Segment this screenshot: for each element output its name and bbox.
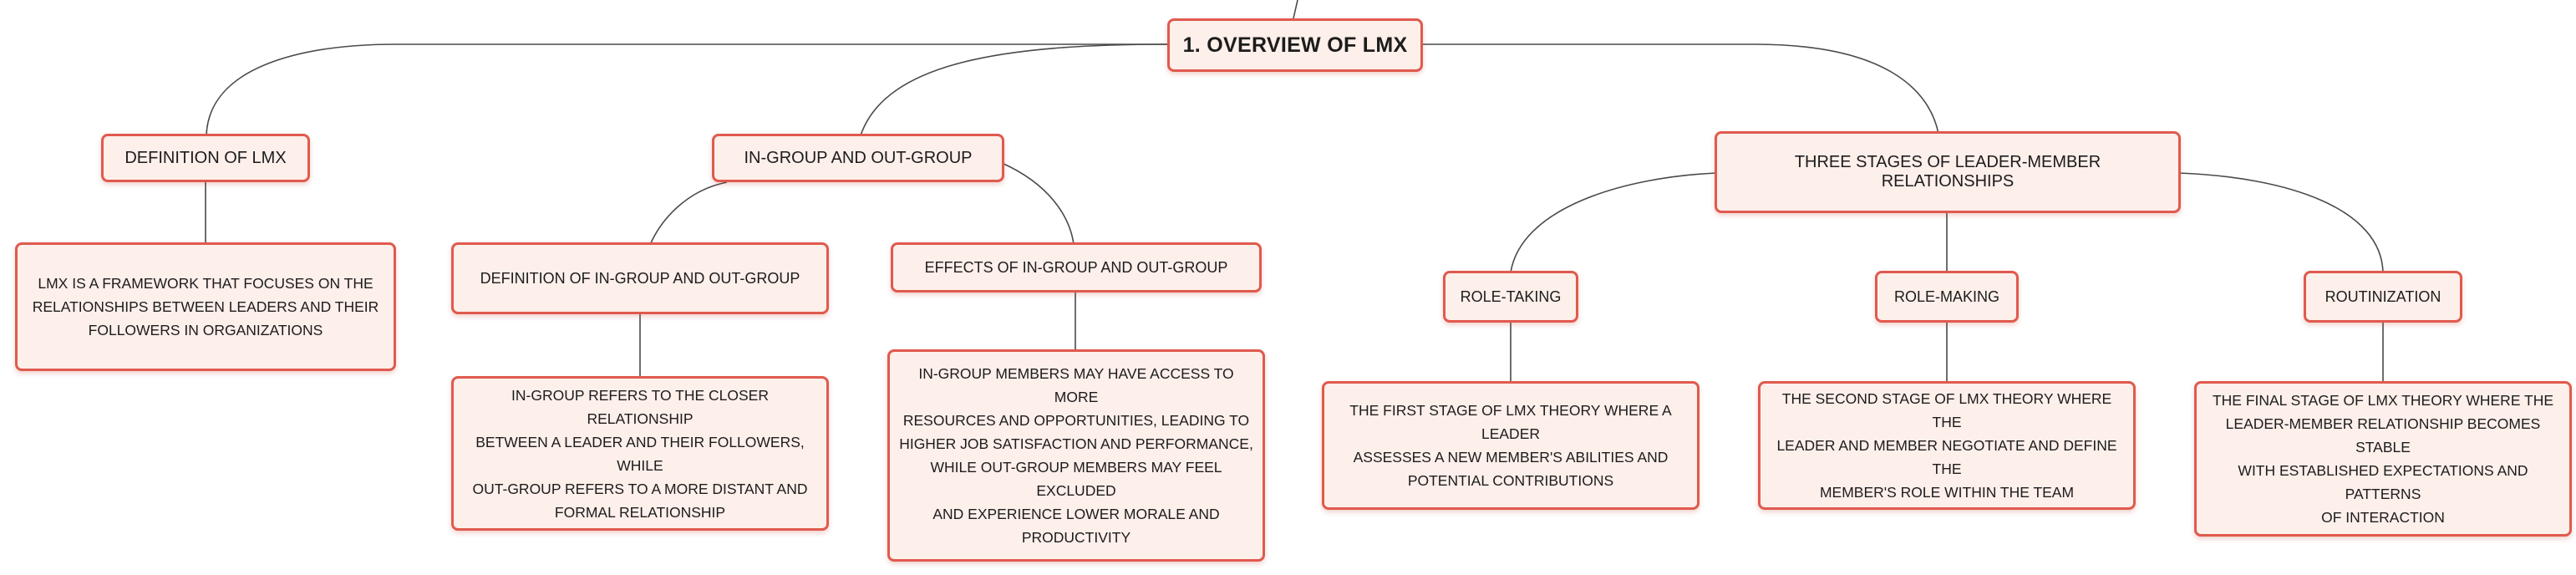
definition-of-lmx-detail-text: LMX IS A FRAMEWORK THAT FOCUSES ON THE R… [32,275,379,338]
group-definition-detail-text: IN-GROUP REFERS TO THE CLOSER RELATIONSH… [472,386,808,521]
role-making-node[interactable]: ROLE-MAKING [1875,271,2019,323]
connector-root-to-definition [206,43,1167,136]
connector-root-top-stub [1293,0,1298,19]
in-out-group-node[interactable]: IN-GROUP AND OUT-GROUP [712,134,1004,182]
group-effects-detail-node[interactable]: IN-GROUP MEMBERS MAY HAVE ACCESS TO MORE… [887,349,1265,562]
three-stages-node[interactable]: THREE STAGES OF LEADER-MEMBER RELATIONSH… [1715,131,2181,213]
routinization-node[interactable]: ROUTINIZATION [2304,271,2462,323]
connector-root-to-three-stages [1423,43,1939,135]
group-definition-detail-node[interactable]: IN-GROUP REFERS TO THE CLOSER RELATIONSH… [451,376,829,531]
role-taking-label: ROLE-TAKING [1460,288,1562,305]
group-effects-label: EFFECTS OF IN-GROUP AND OUT-GROUP [924,258,1228,276]
role-making-detail-node[interactable]: THE SECOND STAGE OF LMX THEORY WHERE THE… [1758,381,2136,510]
in-out-group-label: IN-GROUP AND OUT-GROUP [744,148,973,167]
role-taking-node[interactable]: ROLE-TAKING [1443,271,1578,323]
root-topic-node[interactable]: 1. OVERVIEW OF LMX [1167,18,1423,72]
three-stages-label: THREE STAGES OF LEADER-MEMBER RELATIONSH… [1794,153,2101,191]
connector-stages-to-role-taking [1510,172,1718,273]
connector-in-out-to-group-definition [649,181,728,246]
routinization-label: ROUTINIZATION [2324,288,2441,305]
routinization-detail-node[interactable]: THE FINAL STAGE OF LMX THEORY WHERE THE … [2194,381,2572,537]
role-making-detail-text: THE SECOND STAGE OF LMX THEORY WHERE THE… [1776,390,2117,501]
role-taking-detail-text: THE FIRST STAGE OF LMX THEORY WHERE A LE… [1349,402,1672,489]
role-taking-detail-node[interactable]: THE FIRST STAGE OF LMX THEORY WHERE A LE… [1322,381,1700,510]
root-topic-label: 1. OVERVIEW OF LMX [1182,33,1408,57]
group-effects-detail-text: IN-GROUP MEMBERS MAY HAVE ACCESS TO MORE… [899,365,1253,546]
group-definition-label: DEFINITION OF IN-GROUP AND OUT-GROUP [480,269,800,287]
connector-root-to-in-out-group [860,43,1168,136]
routinization-detail-text: THE FINAL STAGE OF LMX THEORY WHERE THE … [2212,392,2554,526]
role-making-label: ROLE-MAKING [1893,288,2000,305]
group-effects-node[interactable]: EFFECTS OF IN-GROUP AND OUT-GROUP [891,242,1262,293]
definition-of-lmx-node[interactable]: DEFINITION OF LMX [101,134,310,182]
definition-of-lmx-detail-node[interactable]: LMX IS A FRAMEWORK THAT FOCUSES ON THE R… [15,242,396,371]
connector-stages-to-routinization [2177,172,2384,273]
definition-of-lmx-label: DEFINITION OF LMX [124,148,287,167]
connector-in-out-to-effects [1001,162,1075,245]
group-definition-node[interactable]: DEFINITION OF IN-GROUP AND OUT-GROUP [451,242,829,314]
